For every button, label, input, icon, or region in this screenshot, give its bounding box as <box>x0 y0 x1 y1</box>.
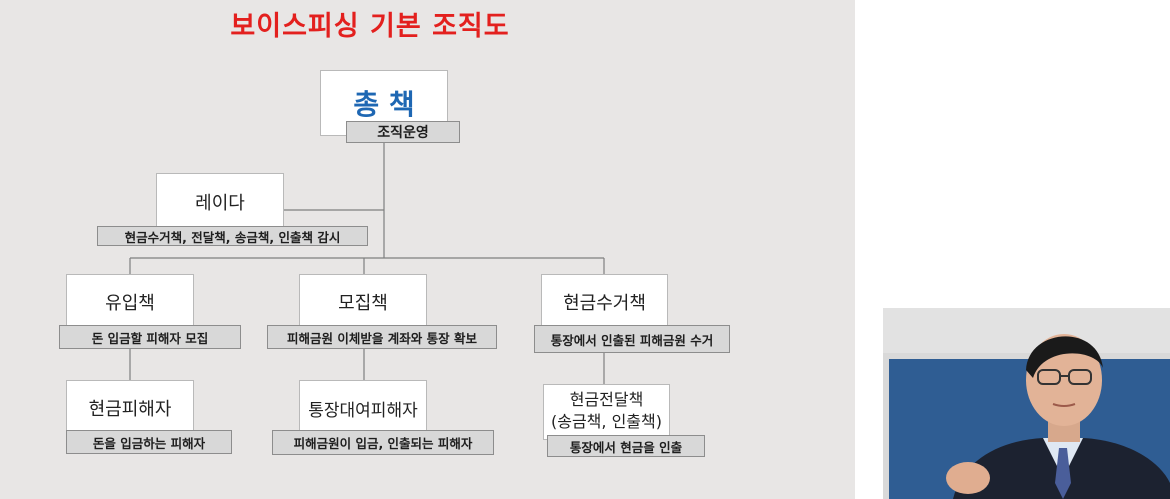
node-raider-label: 레이다 <box>195 189 245 215</box>
tag-transfer-role: 통장에서 현금을 인출 <box>547 435 705 457</box>
node-head-label: 총 책 <box>353 83 414 123</box>
tag-head-role: 조직운영 <box>346 121 460 143</box>
node-cash-victim: 현금피해자 <box>66 380 194 436</box>
node-transfer-label-line1: 현금전달책 <box>570 389 644 411</box>
node-inflow: 유입책 <box>66 274 194 330</box>
node-cash-victim-label: 현금피해자 <box>89 395 172 421</box>
tag-collector-role: 통장에서 인출된 피해금원 수거 <box>534 325 730 353</box>
tag-account-victim-role: 피해금원이 입금, 인출되는 피해자 <box>272 430 494 455</box>
presenter-image <box>883 308 1170 499</box>
node-raider: 레이다 <box>156 173 284 231</box>
node-collector: 현금수거책 <box>541 274 668 330</box>
slide: 보이스피싱 기본 조직도 총 책 조직운영 레이다 현금수거책, 전달책, 송금… <box>0 0 855 499</box>
node-account-victim: 통장대여피해자 <box>299 380 427 436</box>
node-recruit-label: 모집책 <box>338 289 388 315</box>
presenter-video <box>883 308 1170 499</box>
tag-raider-role: 현금수거책, 전달책, 송금책, 인출책 감시 <box>97 226 368 246</box>
tag-inflow-role: 돈 입금할 피해자 모집 <box>59 325 241 349</box>
node-recruit: 모집책 <box>299 274 427 330</box>
tag-recruit-role: 피해금원 이체받을 계좌와 통장 확보 <box>267 325 497 349</box>
tag-cash-victim-role: 돈을 입금하는 피해자 <box>66 430 232 454</box>
node-inflow-label: 유입책 <box>105 289 155 315</box>
node-account-victim-label: 통장대여피해자 <box>308 396 417 421</box>
node-collector-label: 현금수거책 <box>563 289 646 315</box>
node-transfer-label-line2: (송금책, 인출책) <box>551 411 662 433</box>
node-transfer: 현금전달책 (송금책, 인출책) <box>543 384 670 440</box>
